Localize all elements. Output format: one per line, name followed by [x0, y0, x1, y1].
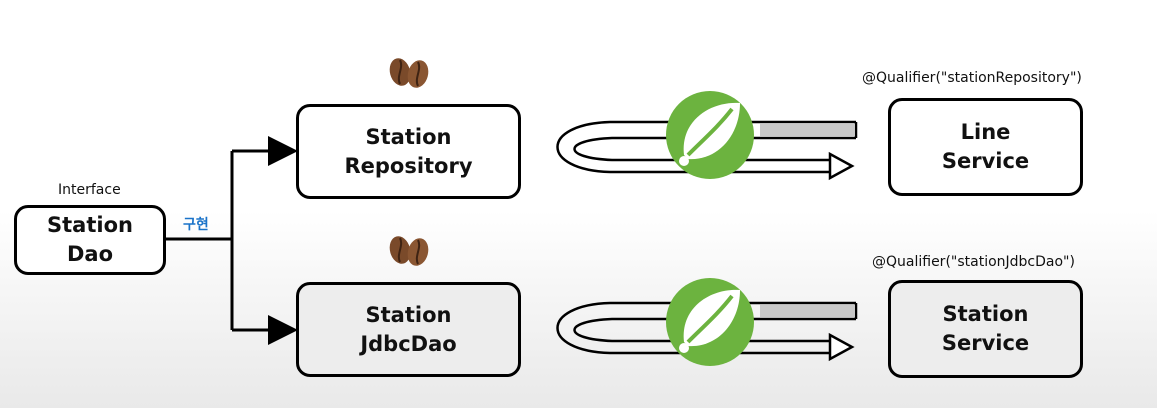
spring-leaf-icon: [666, 91, 754, 179]
station-dao-box: Station Dao: [14, 205, 166, 275]
spring-leaf-icon: [666, 278, 754, 366]
coffee-bean-icon: [389, 236, 429, 266]
station-dao-line2: Dao: [66, 242, 113, 266]
line-service-box: Line Service: [888, 98, 1083, 196]
station-dao-line1: Station: [47, 213, 133, 237]
station-jdbc-dao-line2: JdbcDao: [360, 331, 457, 356]
station-jdbc-dao-box: Station JdbcDao: [296, 282, 521, 377]
station-repository-line1: Station: [365, 124, 452, 149]
station-jdbc-dao-line1: Station: [365, 302, 452, 327]
station-repository-line2: Repository: [344, 153, 473, 178]
line-service-line1: Line: [960, 120, 1011, 144]
injection-band-top: [556, 120, 858, 181]
station-service-line1: Station: [942, 302, 1029, 326]
injection-band-bottom: [556, 301, 858, 362]
qualifier-top-label: @Qualifier("stationRepository"): [862, 70, 1082, 86]
station-service-line2: Service: [941, 331, 1030, 355]
implements-label: 구현: [183, 217, 209, 233]
qualifier-bottom-label: @Qualifier("stationJdbcDao"): [872, 254, 1075, 270]
station-service-box: Station Service: [888, 280, 1083, 378]
station-repository-box: Station Repository: [296, 104, 521, 199]
interface-label: Interface: [58, 182, 121, 198]
coffee-bean-icon: [389, 58, 429, 88]
line-service-line2: Service: [941, 149, 1030, 173]
